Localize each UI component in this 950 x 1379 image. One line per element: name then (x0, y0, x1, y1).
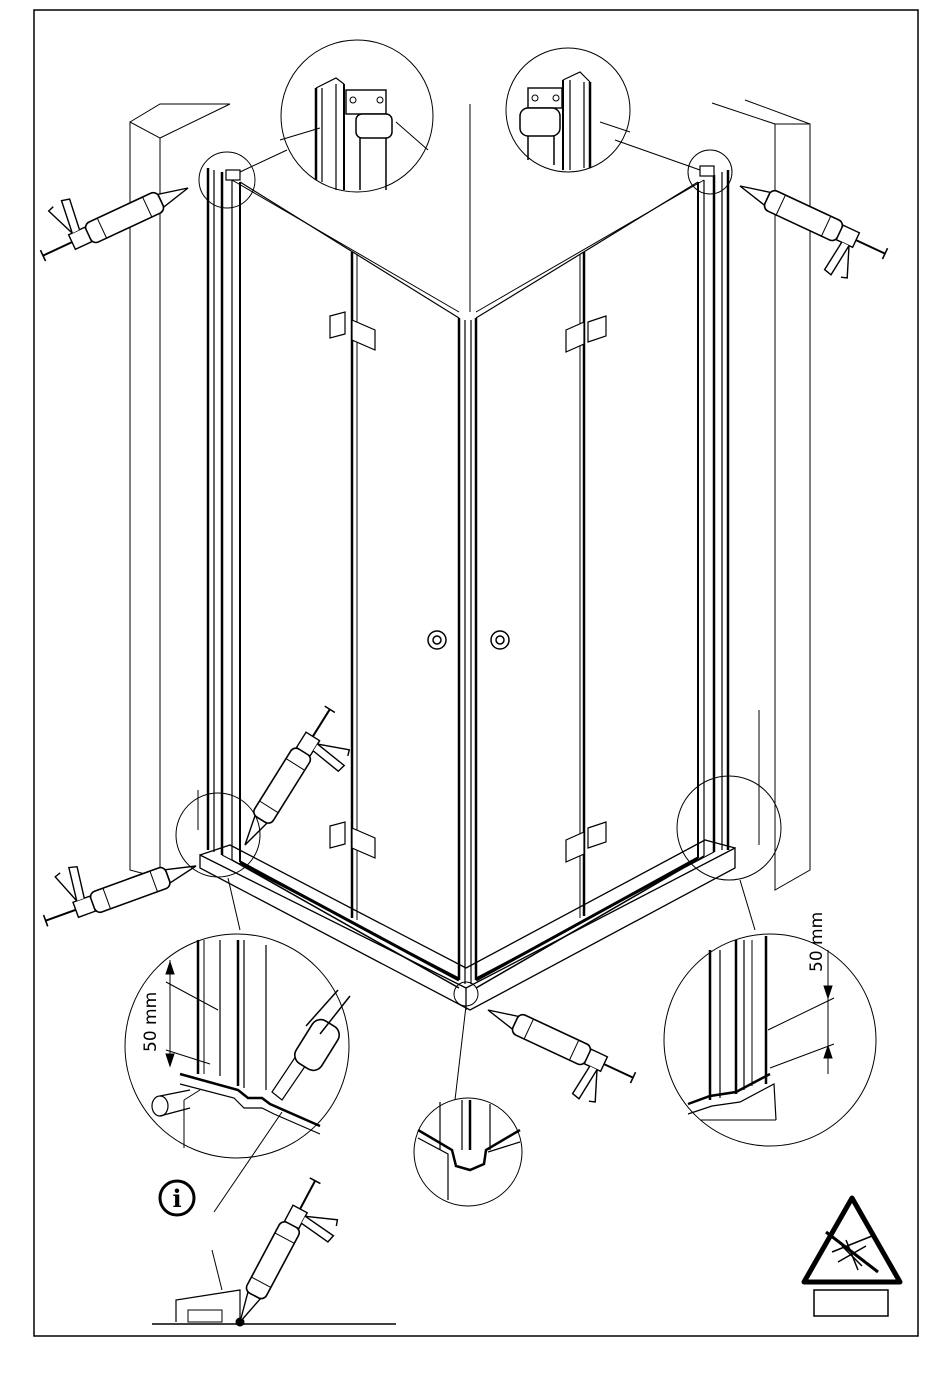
detail-bottom-center (414, 1098, 522, 1206)
no-spray-warning-icon (804, 1198, 900, 1316)
detail-top-left (280, 40, 433, 192)
detail-bottom-right (664, 934, 876, 1146)
dimension-left-label: 50 mm (141, 992, 161, 1052)
dimension-right-label: 50 mm (807, 912, 827, 972)
door-knob-right (491, 631, 509, 649)
silicone-gun-front (470, 1000, 637, 1116)
svg-text:i: i (172, 1184, 181, 1213)
silicone-gun-inside (236, 703, 366, 867)
door-knob-left (428, 631, 446, 649)
info-icon: i (160, 1181, 194, 1215)
detail-top-right (506, 48, 630, 172)
silicone-gun-mid-left (31, 827, 199, 932)
silicone-gun-top-left (25, 150, 192, 266)
